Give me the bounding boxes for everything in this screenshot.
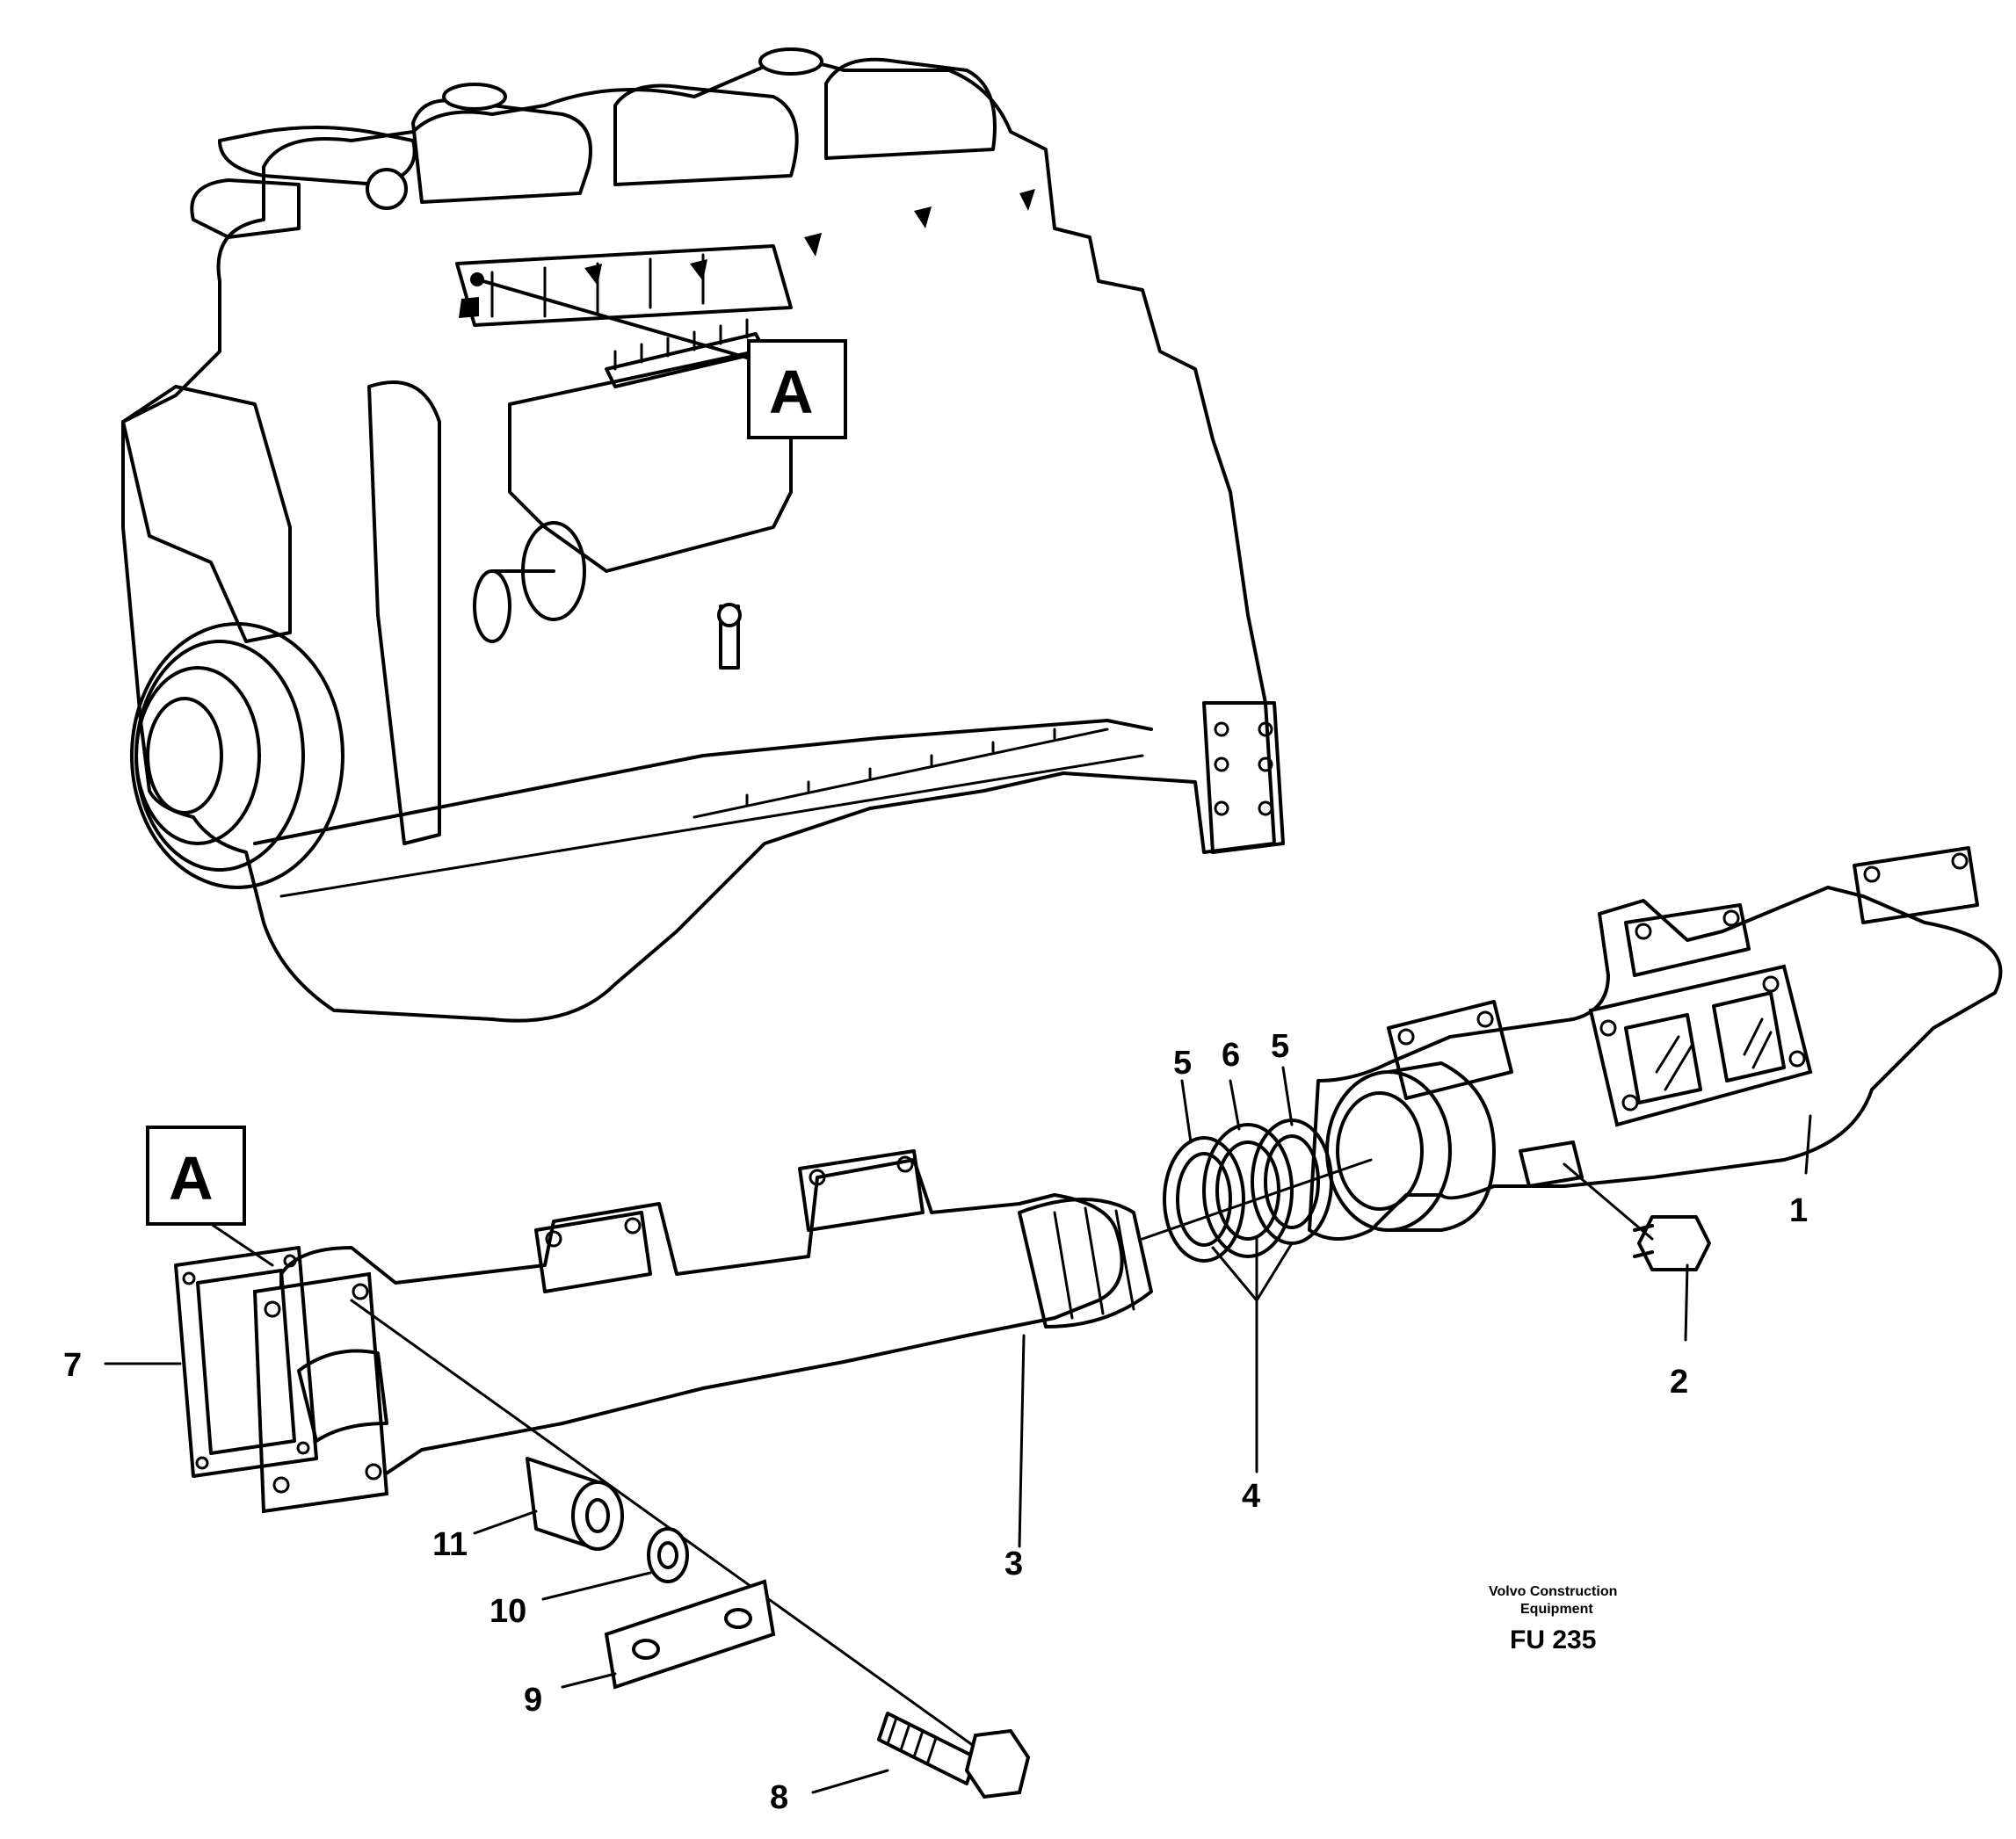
callout-4: 4 — [1242, 1478, 1260, 1515]
callout-9: 9 — [524, 1682, 542, 1719]
figure-code: FU 235 — [1510, 1625, 1596, 1654]
manifold-illustration — [146, 846, 2003, 1799]
engine-detail-a-label: A — [769, 358, 814, 426]
callout-6: 6 — [1222, 1037, 1240, 1074]
callout-8: 8 — [770, 1779, 788, 1816]
callout-7: 7 — [63, 1347, 82, 1384]
manifold-detail-a-label: A — [169, 1144, 214, 1213]
leader-lines — [104, 1066, 1812, 1794]
callout-1: 1 — [1789, 1192, 1808, 1229]
footer-company-line2: Equipment — [1520, 1602, 1593, 1617]
engine-illustration — [121, 47, 1285, 1023]
footer-credit: Volvo Construction Equipment FU 235 — [1489, 1584, 1617, 1654]
callout-3: 3 — [1004, 1546, 1023, 1582]
callout-2: 2 — [1670, 1364, 1688, 1401]
callout-5-right: 5 — [1271, 1028, 1289, 1065]
callout-10: 10 — [489, 1593, 526, 1630]
callout-5-left: 5 — [1173, 1045, 1192, 1082]
callout-11: 11 — [432, 1526, 468, 1563]
footer-company: Volvo Construction — [1489, 1584, 1617, 1599]
callout-labels: A A 1 2 3 4 5 6 5 7 8 9 10 11 — [63, 358, 1808, 1816]
